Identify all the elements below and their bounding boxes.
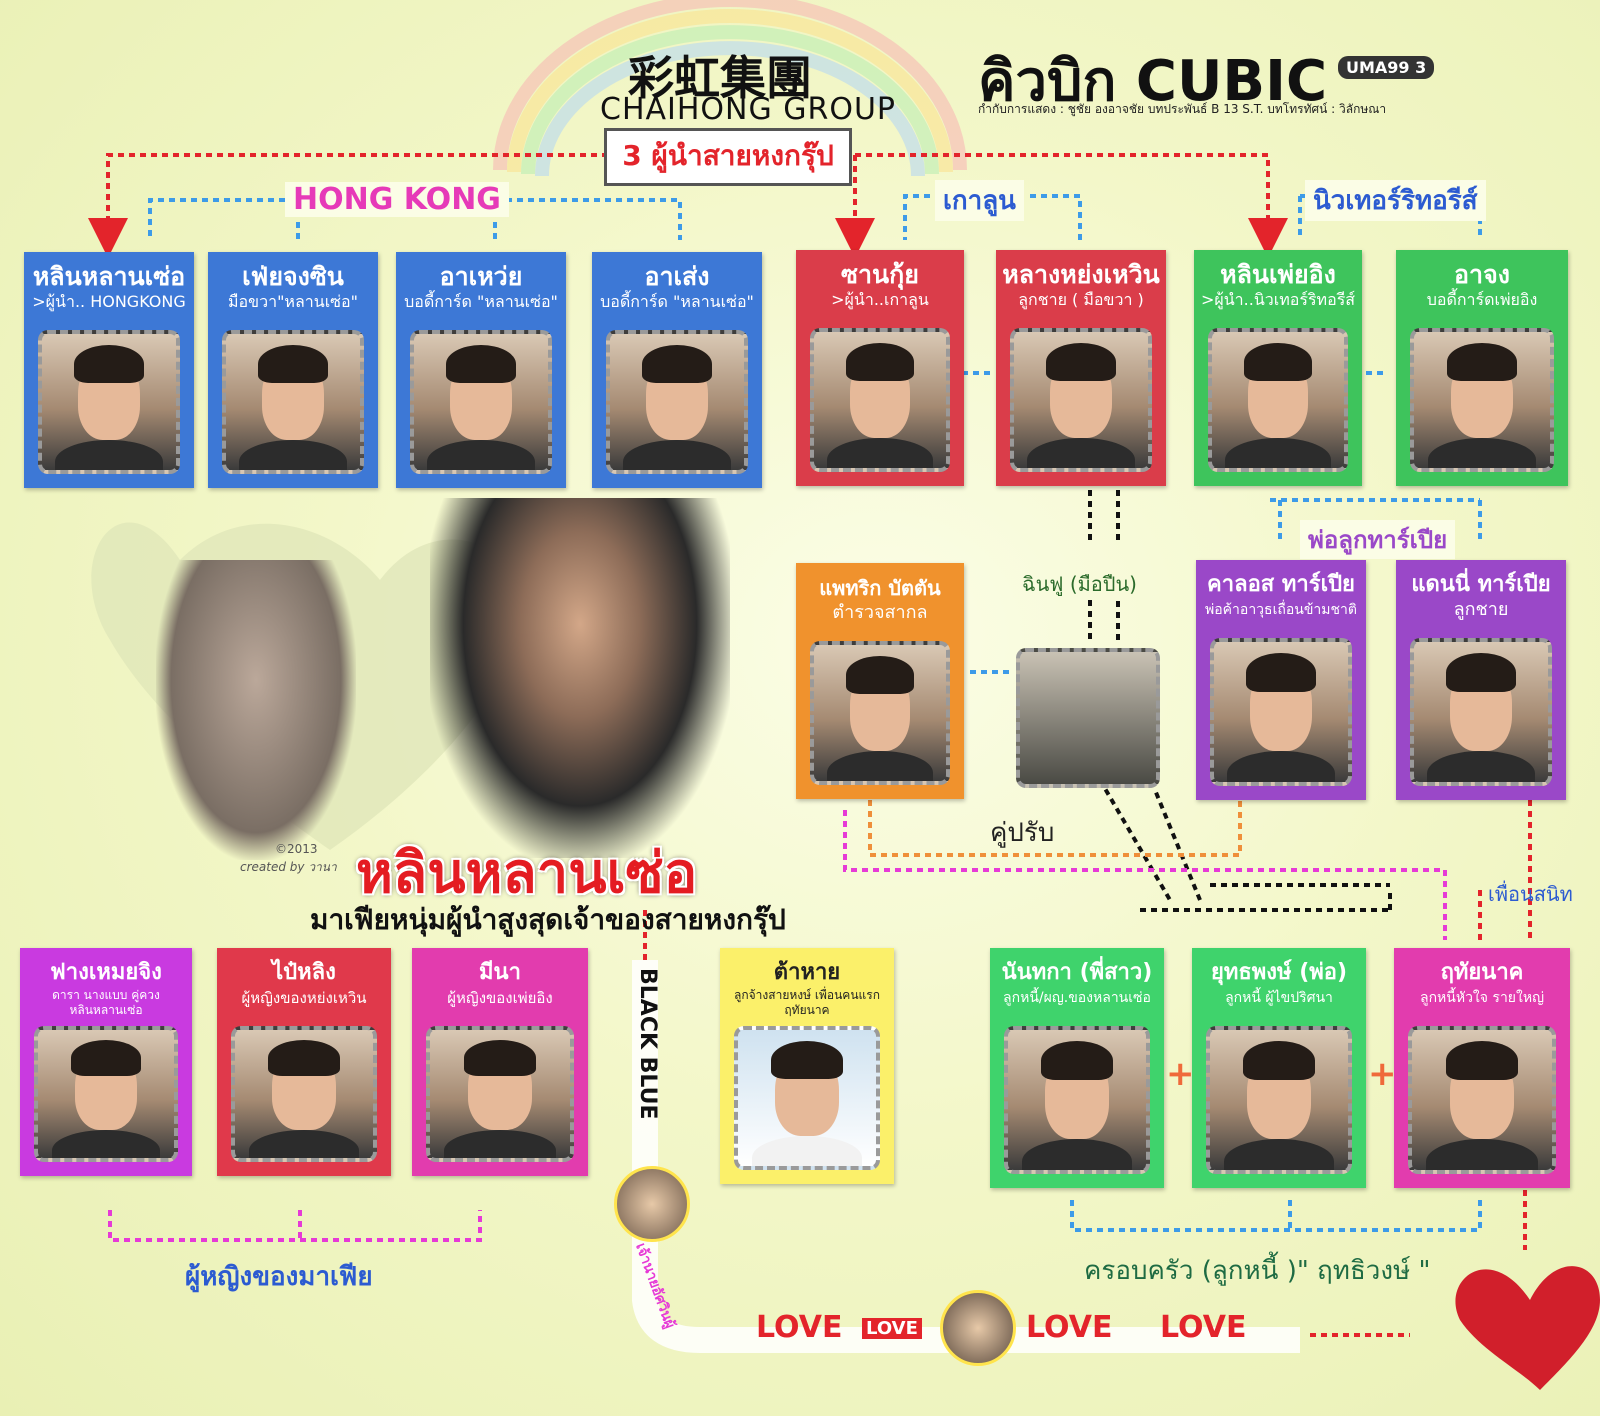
card-carlos-tarpia: คาลอส ทาร์เปียพ่อค้าอาวุธเถื่อนข้ามชาติ	[1196, 560, 1366, 800]
group-father-son: พ่อลูกทาร์เปีย	[1300, 520, 1456, 559]
portrait-photo	[1210, 638, 1352, 786]
linfu-label: ฉินฟู (มือปืน)	[1022, 572, 1137, 596]
card-a-jong: อาจงบอดี้การ์ดเพ่ยอิง	[1396, 250, 1568, 486]
portrait-photo	[606, 330, 748, 474]
portrait-photo	[231, 1026, 377, 1162]
linfu-portrait	[1016, 648, 1160, 788]
card-fang-meijing: ฟางเหมยจิงดารา นางแบบ คู่ควงหลินหลานเซ่อ	[20, 948, 192, 1176]
portrait-photo	[1208, 328, 1348, 472]
group-title: CHAIHONG GROUP	[600, 92, 897, 127]
plus-sign: +	[1368, 1054, 1397, 1094]
portrait-photo	[1004, 1026, 1150, 1174]
card-ta-hai: ต้าหายลูกจ้างสายหงษ์ เพื่อนคนแรกฤทัยนาค	[720, 948, 894, 1184]
hero-portrait	[430, 498, 730, 858]
group-kowloon: เกาลูน	[935, 180, 1024, 221]
portrait-photo	[410, 330, 552, 474]
card-ruethainak: ฤทัยนาคลูกหนี้หัวใจ รายใหญ่	[1394, 948, 1570, 1188]
portrait-photo	[38, 330, 180, 474]
love-word: LOVE	[1160, 1310, 1247, 1345]
portrait-photo	[810, 641, 950, 785]
created-by: created by วานา	[240, 860, 337, 874]
portrait-photo	[810, 328, 950, 472]
card-lang-yongwen: หลางหย่งเหวินลูกชาย ( มือขวา )	[996, 250, 1166, 486]
black-blue-label: BLACK BLUE	[635, 968, 660, 1120]
card-san-gui: ซานกุ้ย>ผู้นำ..เกาลูน	[796, 250, 964, 486]
portrait-photo	[1410, 638, 1552, 786]
hero-tagline: มาเฟียหนุ่มผู้นำสูงสุดเจ้าของสายหงกรุ๊ป	[310, 903, 786, 936]
card-yutthaphong: ยุทธพงษ์ (พ่อ)ลูกหนี้ ผู้ไขปริศนา	[1192, 948, 1366, 1188]
card-meena: มีนาผู้หญิงของเพ่ยอิง	[412, 948, 588, 1176]
chinese-title: 彩虹集團	[628, 51, 812, 105]
hero-name: หลินหลานเซ่อ	[356, 841, 698, 906]
portrait-photo	[34, 1026, 178, 1162]
card-lin-lansoe: หลินหลานเซ่อ>ผู้นำ.. HONGKONG	[24, 252, 194, 488]
channel-logo: UMA99 3	[1338, 56, 1435, 79]
portrait-photo	[1206, 1026, 1352, 1174]
close-friend-label: เพื่อนสนิท	[1488, 882, 1573, 906]
couple-photo	[156, 560, 356, 860]
plus-sign: +	[1166, 1054, 1195, 1094]
love-word: LOVE	[862, 1318, 922, 1339]
copyright: ©2013	[275, 842, 318, 856]
love-word: LOVE	[756, 1310, 843, 1345]
group-newterritories: นิวเทอร์ริทอรีส์	[1305, 180, 1486, 221]
family-label: ครอบครัว (ลูกหนี้ )" ฤทธิวงษ์ "	[1084, 1256, 1431, 1286]
portrait-photo	[222, 330, 364, 474]
card-danny-tarpia: แดนนี่ ทาร์เปียลูกชาย	[1396, 560, 1566, 800]
card-fei-jongsin: เฟ่ยจงซินมือขวา"หลานเซ่อ"	[208, 252, 378, 488]
women-label: ผู้หญิงของมาเฟีย	[185, 1262, 373, 1292]
credits: กำกับการแสดง : ชูชัย องอาจชัย บทประพันธ์…	[978, 102, 1387, 116]
portrait-photo	[1408, 1026, 1556, 1174]
card-a-wei: อาเหว่ยบอดี้การ์ด "หลานเซ่อ"	[396, 252, 566, 488]
card-bai-ling: ไป๋หลิงผู้หญิงของหย่งเหวิน	[217, 948, 391, 1176]
card-patrick-button: แพทริก บัตตันตำรวจสากล	[796, 563, 964, 799]
show-title: คิวบิก CUBIC	[978, 49, 1328, 114]
portrait-photo	[1010, 328, 1152, 472]
leaders-box: 3 ผู้นำสายหงกรุ๊ป	[604, 128, 852, 186]
card-a-seng: อาเส่งบอดี้การ์ด "หลานเซ่อ"	[592, 252, 762, 488]
portrait-photo	[1410, 328, 1554, 472]
portrait-photo	[734, 1026, 880, 1170]
love-word: LOVE	[1026, 1310, 1113, 1345]
card-nanthaka: นันทกา (พี่สาว)ลูกหนี้/ผญ.ของหลานเซ่อ	[990, 948, 1164, 1188]
card-lin-peiying: หลินเพ่ยอิง>ผู้นำ..นิวเทอร์ริทอรีส์	[1194, 250, 1362, 486]
avatar	[614, 1166, 690, 1242]
avatar	[940, 1290, 1016, 1366]
rivals-label: คู่ปรับ	[990, 818, 1055, 848]
portrait-photo	[426, 1026, 574, 1162]
group-hongkong: HONG KONG	[285, 182, 509, 217]
